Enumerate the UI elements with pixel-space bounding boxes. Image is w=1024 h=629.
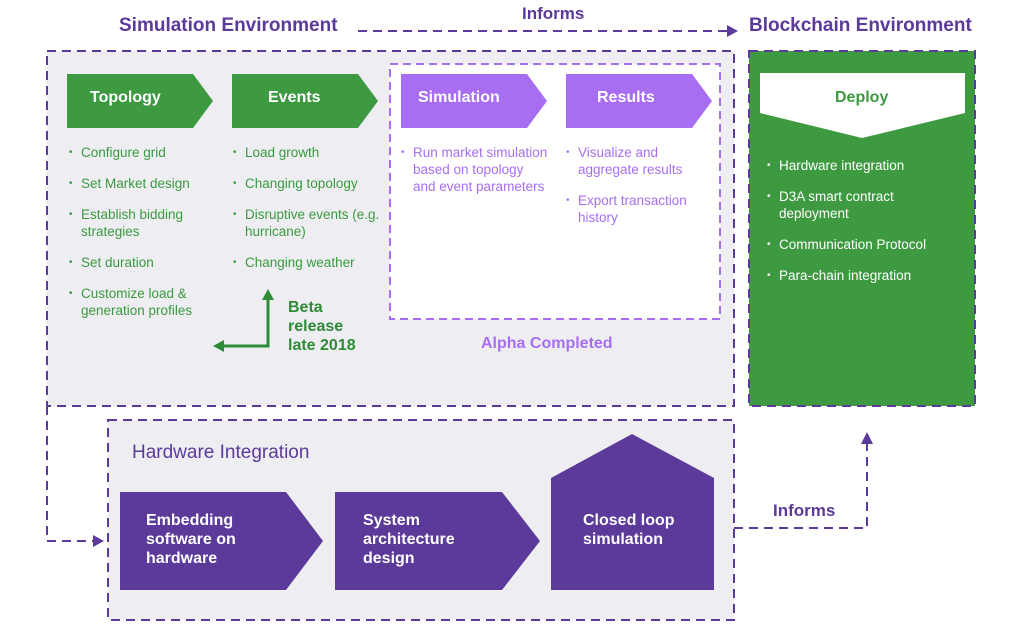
list-item: Run market simulation based on topology …	[399, 144, 549, 195]
list-item: Establish bidding strategies	[67, 206, 227, 240]
topology-chevron	[67, 74, 213, 128]
informs-bottom-label: Informs	[773, 501, 836, 520]
list-item: Disruptive events (e.g. hurricane)	[231, 206, 381, 240]
embedding-label: Embedding software on hardware	[146, 512, 236, 567]
beta-arrow-head-left	[213, 340, 224, 352]
topology-list: Configure grid Set Market design Establi…	[67, 144, 227, 333]
beta-arrow	[222, 297, 270, 348]
list-item: Changing weather	[231, 254, 381, 271]
simulation-chevron	[401, 74, 547, 128]
list-item: Para-chain integration	[765, 267, 965, 284]
list-item: Set duration	[67, 254, 227, 271]
stage-simulation-label: Simulation	[418, 89, 500, 106]
beta-arrow-head-up	[262, 289, 274, 300]
stage-topology-label: Topology	[90, 89, 161, 106]
list-item: Visualize and aggregate results	[564, 144, 712, 178]
informs-top-arrowhead	[727, 25, 738, 37]
beta-release-label: Beta release late 2018	[288, 299, 356, 354]
simulation-environment-title: Simulation Environment	[119, 15, 338, 36]
simulation-list: Run market simulation based on topology …	[399, 144, 549, 209]
informs-top-label: Informs	[522, 4, 585, 23]
blockchain-environment-title: Blockchain Environment	[749, 15, 972, 36]
left-connector-arrowhead	[93, 535, 104, 547]
blockchain-list: Hardware integration D3A smart contract …	[765, 157, 965, 298]
system-architecture-label: System architecture design	[363, 512, 455, 567]
closed-loop-label: Closed loop simulation	[583, 512, 675, 548]
hardware-integration-title: Hardware Integration	[132, 442, 310, 463]
list-item: Export transaction history	[564, 192, 712, 226]
list-item: Communication Protocol	[765, 236, 965, 253]
system-chevron	[335, 492, 540, 590]
list-item: D3A smart contract deployment	[765, 188, 965, 222]
list-item: Customize load & generation profiles	[67, 285, 227, 319]
stage-results-label: Results	[597, 89, 655, 106]
deploy-chevron	[760, 73, 965, 138]
right-connector-arrowhead	[861, 432, 873, 444]
list-item: Set Market design	[67, 175, 227, 192]
events-list: Load growth Changing topology Disruptive…	[231, 144, 381, 285]
events-chevron	[232, 74, 378, 128]
alpha-completed-label: Alpha Completed	[481, 335, 613, 352]
list-item: Changing topology	[231, 175, 381, 192]
left-connector	[46, 406, 94, 542]
stage-events-label: Events	[268, 89, 321, 106]
closed-loop-house	[551, 434, 714, 590]
list-item: Load growth	[231, 144, 381, 161]
embedding-chevron	[120, 492, 323, 590]
results-chevron	[566, 74, 712, 128]
list-item: Hardware integration	[765, 157, 965, 174]
results-list: Visualize and aggregate results Export t…	[564, 144, 712, 240]
right-connector	[734, 444, 868, 529]
list-item: Configure grid	[67, 144, 227, 161]
deploy-label: Deploy	[835, 89, 889, 106]
